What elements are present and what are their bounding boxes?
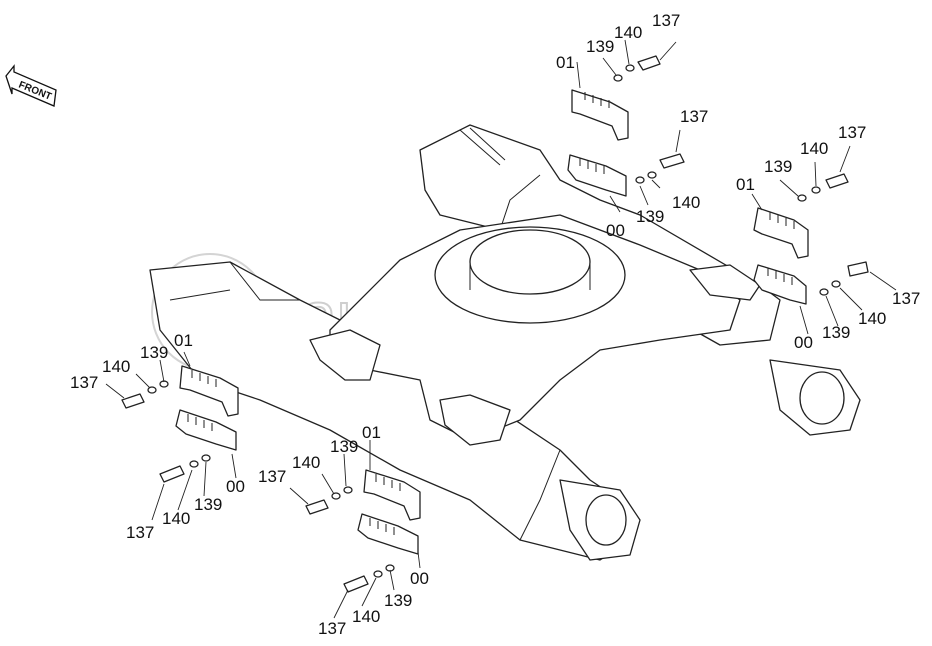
callout-00: 00 [606,221,625,240]
callout-137: 137 [892,289,920,308]
callout-137: 137 [126,523,154,542]
callout-137: 137 [70,373,98,392]
callout-140: 140 [352,607,380,626]
callout-140: 140 [672,193,700,212]
callout-140: 140 [292,453,320,472]
callout-00: 00 [410,569,429,588]
callout-139: 139 [194,495,222,514]
callout-137: 137 [680,107,708,126]
guard-assembly-middle [289,440,421,619]
guard-assembly-top [567,39,685,213]
callout-137: 137 [652,11,680,30]
callout-140: 140 [858,309,886,328]
callout-140: 140 [800,139,828,158]
callout-00: 00 [226,477,245,496]
car-body-frame [149,124,861,561]
callout-01: 01 [556,53,575,72]
guard-assembly-right [751,145,897,335]
callout-01: 01 [736,175,755,194]
callout-00: 00 [794,333,813,352]
callout-137: 137 [258,467,286,486]
callout-137: 137 [838,123,866,142]
callout-01: 01 [174,331,193,350]
callout-139: 139 [822,323,850,342]
callout-140: 140 [614,23,642,42]
callout-01: 01 [362,423,381,442]
guard-assembly-left [105,351,239,521]
callout-139: 139 [330,437,358,456]
front-arrow-icon: FRONT [5,64,57,107]
callout-139: 139 [384,591,412,610]
callout-140: 140 [162,509,190,528]
callout-139: 139 [764,157,792,176]
callouts: 137 140 139 01 137 140 139 00 137 140 13… [70,11,920,638]
callout-139: 139 [586,37,614,56]
callout-140: 140 [102,357,130,376]
callout-139: 139 [140,343,168,362]
callout-137: 137 [318,619,346,638]
callout-139: 139 [636,207,664,226]
